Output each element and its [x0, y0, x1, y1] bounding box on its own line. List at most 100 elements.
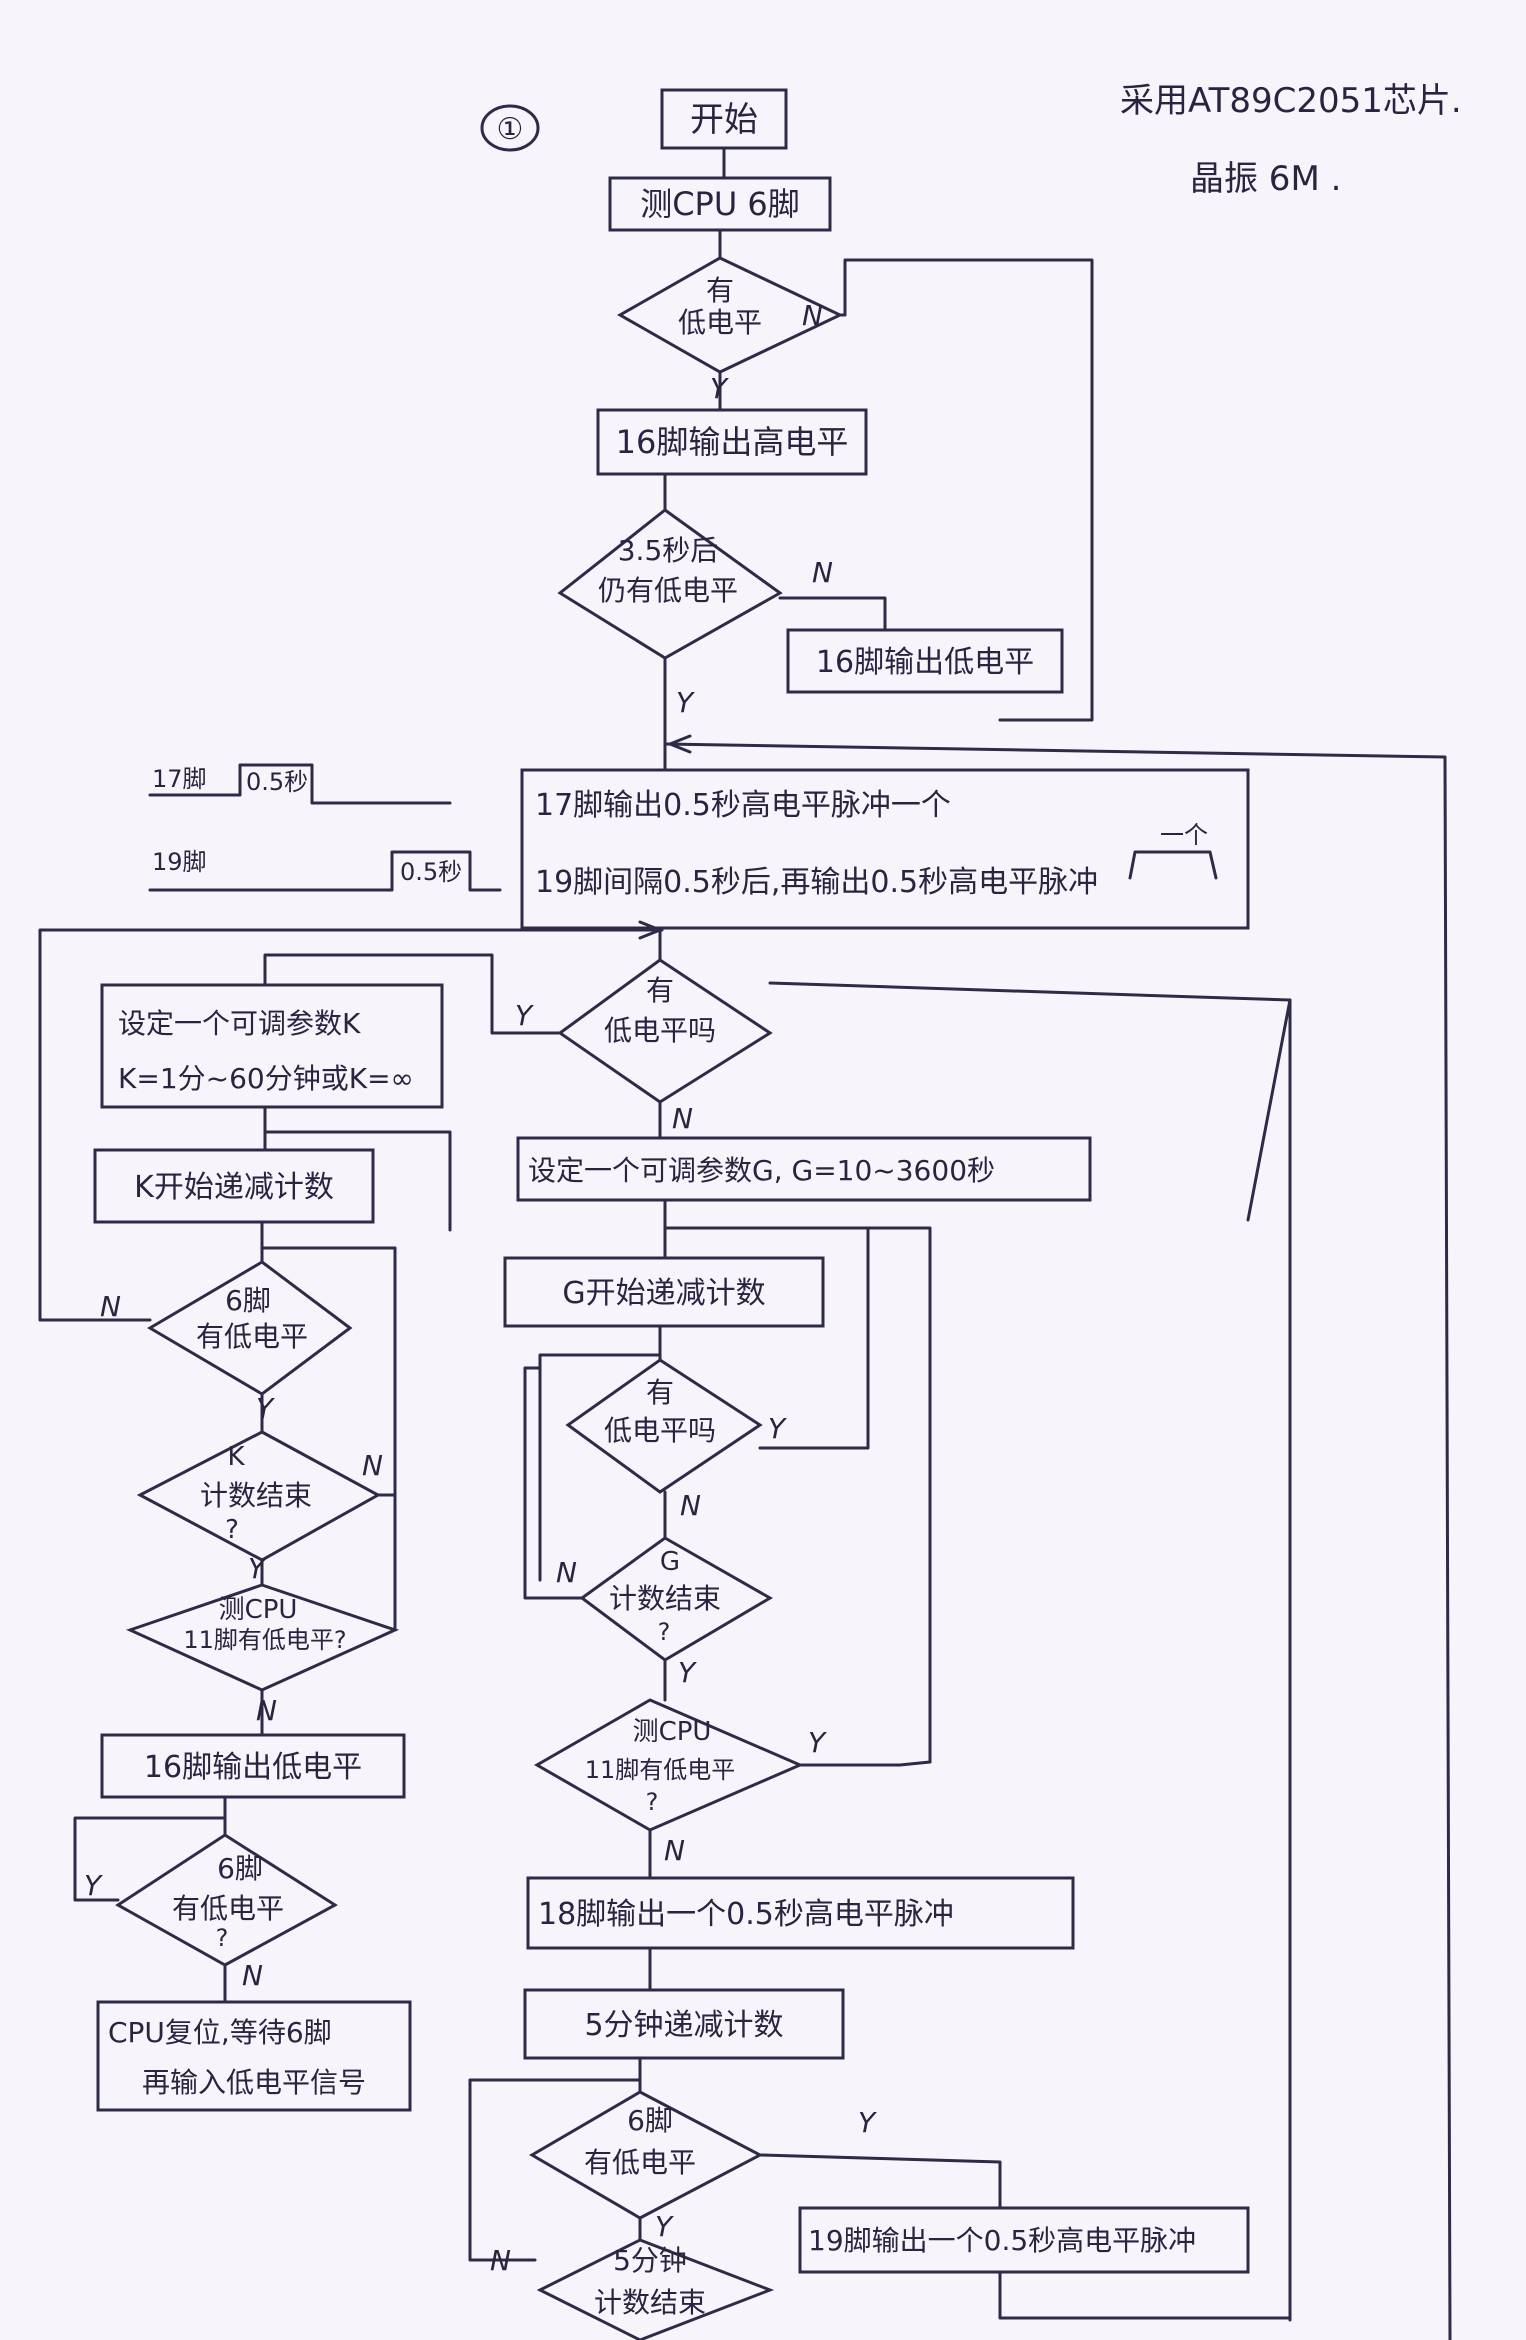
- node-pin16-low-right-text: 16脚输出低电平: [816, 645, 1034, 680]
- node-reset-line1: CPU复位,等待6脚: [108, 2016, 332, 2049]
- decision-35s: 3.5秒后 仍有低电平: [557, 508, 783, 660]
- node-test-pin6: 测CPU 6脚: [608, 176, 832, 232]
- decision-kend-line3: ?: [225, 1515, 239, 1545]
- decision-k11-no: N: [256, 1694, 277, 1727]
- decision-kend-no: N: [362, 1449, 383, 1482]
- decision-g-low-no: N: [680, 1489, 701, 1522]
- decision-low1-no: N: [802, 299, 823, 332]
- decision-g11-line2: 11脚有低电平: [585, 1756, 736, 1784]
- decision-m6-line2: 有低电平: [584, 2146, 696, 2179]
- decision-l6-yes: Y: [84, 1869, 103, 1902]
- node-pin18: 18脚输出一个0.5秒高电平脉冲: [526, 1876, 1075, 1950]
- node-pulses: 17脚输出0.5秒高电平脉冲一个 19脚间隔0.5秒后,再输出0.5秒高电平脉冲…: [520, 768, 1250, 930]
- decision-l6-line2: 有低电平: [172, 1892, 284, 1925]
- decision-k6-line1: 6脚: [225, 1284, 271, 1317]
- decision-low2: 有 低电平吗: [557, 958, 773, 1104]
- decision-gend-line2: 计数结束: [609, 1582, 721, 1615]
- pin17-timing: 17脚 0.5秒: [148, 763, 452, 805]
- decision-m6-yes: Y: [858, 2106, 877, 2139]
- decision-gend-yes: Y: [678, 1656, 697, 1689]
- decision-35s-line2: 仍有低电平: [598, 574, 738, 607]
- decision-k6: 6脚 有低电平: [147, 1260, 353, 1396]
- node-pulses-note: 一个: [1160, 821, 1208, 849]
- pin19-timing-pulse: 0.5秒: [400, 858, 462, 886]
- decision-g11-line1: 测CPU: [633, 1717, 712, 1747]
- node-min5: 5分钟递减计数: [523, 1988, 845, 2060]
- node-pin16-low-right: 16脚输出低电平: [786, 628, 1064, 694]
- decision-k11-line1: 测CPU: [219, 1595, 298, 1625]
- decision-kend-line2: 计数结束: [200, 1479, 312, 1512]
- node-pin18-text: 18脚输出一个0.5秒高电平脉冲: [538, 1897, 954, 1932]
- decision-mend-line2: 计数结束: [594, 2286, 706, 2319]
- node-set-g-text: 设定一个可调参数G, G=10~3600秒: [528, 1154, 995, 1187]
- node-pin16-high-text: 16脚输出高电平: [616, 423, 849, 461]
- crystal-note: 晶振 6M .: [1190, 159, 1341, 199]
- node-reset: CPU复位,等待6脚 再输入低电平信号: [96, 2000, 412, 2112]
- node-pulses-line1: 17脚输出0.5秒高电平脉冲一个: [535, 788, 951, 823]
- decision-l6-no: N: [242, 1959, 263, 1992]
- decision-k11: 测CPU 11脚有低电平?: [125, 1583, 400, 1692]
- decision-l6-line3: ?: [216, 1924, 229, 1952]
- decision-m6-line1: 6脚: [627, 2104, 673, 2137]
- node-set-k-line1: 设定一个可调参数K: [118, 1007, 361, 1040]
- page-number: ①: [497, 112, 524, 147]
- decision-l6: 6脚 有低电平 ?: [115, 1833, 338, 1967]
- decision-g-low-yes: Y: [768, 1412, 787, 1445]
- node-k-count-text: K开始递减计数: [134, 1170, 334, 1205]
- node-pin16-high: 16脚输出高电平: [596, 408, 868, 476]
- decision-low2-line1: 有: [646, 974, 674, 1007]
- node-pin16-low-left: 16脚输出低电平: [100, 1733, 406, 1799]
- decision-gend-line1: G: [660, 1547, 680, 1577]
- node-pin16-low-left-text: 16脚输出低电平: [144, 1750, 362, 1785]
- decision-g11-line3: ?: [646, 1788, 659, 1816]
- decision-g11-no: N: [664, 1834, 685, 1867]
- node-pulses-line2: 19脚间隔0.5秒后,再输出0.5秒高电平脉冲: [535, 865, 1098, 900]
- decision-low1-line2: 低电平: [678, 306, 762, 339]
- decision-g-low: 有 低电平吗: [565, 1358, 763, 1494]
- node-g-count-text: G开始递减计数: [562, 1276, 765, 1311]
- decision-gend: G 计数结束 ?: [579, 1536, 773, 1662]
- decision-mend-no: N: [490, 2244, 511, 2277]
- node-g-count: G开始递减计数: [503, 1256, 825, 1328]
- node-pin19-text: 19脚输出一个0.5秒高电平脉冲: [808, 2224, 1196, 2257]
- decision-35s-line1: 3.5秒后: [618, 534, 719, 567]
- node-pin19: 19脚输出一个0.5秒高电平脉冲: [798, 2206, 1250, 2274]
- decision-g-low-line1: 有: [646, 1376, 674, 1409]
- decision-35s-no: N: [812, 556, 833, 589]
- node-start-text: 开始: [690, 100, 758, 140]
- node-reset-line2: 再输入低电平信号: [142, 2066, 366, 2099]
- chip-note: 采用AT89C2051芯片.: [1120, 81, 1462, 121]
- node-set-g: 设定一个可调参数G, G=10~3600秒: [516, 1136, 1092, 1202]
- pin19-timing: 19脚 0.5秒: [148, 848, 502, 892]
- decision-low2-yes: Y: [515, 999, 534, 1032]
- decision-low2-no: N: [672, 1102, 693, 1135]
- node-set-k: 设定一个可调参数K K=1分~60分钟或K=∞: [100, 983, 444, 1109]
- decision-gend-no: N: [556, 1556, 577, 1589]
- decision-g11-yes: Y: [808, 1726, 827, 1759]
- pin19-timing-label: 19脚: [152, 848, 207, 876]
- decision-g11: 测CPU 11脚有低电平 ?: [533, 1698, 804, 1832]
- decision-k6-yes: Y: [256, 1392, 275, 1425]
- decision-mend: 5分钟 计数结束: [536, 2238, 775, 2340]
- decision-kend: K 计数结束 ?: [136, 1430, 382, 1562]
- page-number-mark: ①: [480, 104, 540, 152]
- decision-low2-line2: 低电平吗: [604, 1014, 716, 1047]
- decision-mend-yes: Y: [655, 2210, 674, 2243]
- decision-m6: 6脚 有低电平: [529, 2090, 764, 2220]
- decision-k6-line2: 有低电平: [196, 1320, 308, 1353]
- node-set-k-line2: K=1分~60分钟或K=∞: [118, 1062, 414, 1095]
- decision-low1-line1: 有: [706, 274, 734, 307]
- decision-gend-line3: ?: [658, 1618, 671, 1646]
- decision-l6-line1: 6脚: [217, 1852, 263, 1885]
- decision-g-low-line2: 低电平吗: [604, 1414, 716, 1447]
- node-start: 开始: [660, 88, 788, 150]
- decision-k11-line2: 11脚有低电平?: [183, 1626, 346, 1654]
- decision-35s-yes: Y: [676, 686, 695, 719]
- decision-k6-no: N: [100, 1290, 121, 1323]
- node-test-pin6-text: 测CPU 6脚: [640, 185, 800, 223]
- decision-low1-yes: Y: [710, 372, 729, 405]
- decision-mend-line1: 5分钟: [613, 2244, 687, 2277]
- pin17-timing-pulse: 0.5秒: [246, 768, 308, 796]
- node-k-count: K开始递减计数: [93, 1148, 375, 1224]
